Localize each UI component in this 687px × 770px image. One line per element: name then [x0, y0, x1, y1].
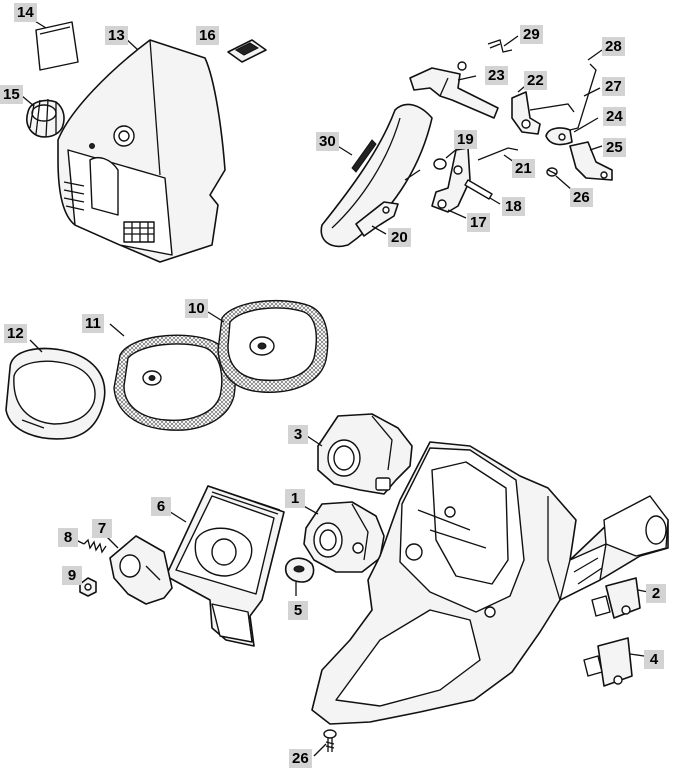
callout-13: 13	[105, 26, 128, 45]
callout-27: 27	[602, 77, 625, 96]
part-6-baffle	[165, 485, 285, 647]
leader-11	[109, 323, 125, 337]
callout-22: 22	[524, 71, 547, 90]
part-25-bracket	[569, 141, 613, 181]
part-11-air-filter	[113, 334, 236, 431]
part-20-catch	[355, 201, 399, 237]
callout-17: 17	[467, 213, 490, 232]
part-14-plate	[35, 21, 79, 71]
callout-23: 23	[485, 66, 508, 85]
callout-16: 16	[196, 26, 219, 45]
part-1-carburetor	[303, 501, 385, 573]
leader-26b	[313, 743, 327, 757]
part-30-handle-molding	[320, 103, 433, 247]
part-21-rod	[477, 147, 519, 161]
callout-20: 20	[388, 228, 411, 247]
part-12-filter-sleeve	[5, 347, 106, 440]
leader-29	[503, 35, 519, 47]
leader-18	[489, 197, 501, 205]
part-24-lock-lever	[545, 127, 573, 146]
leader-12	[29, 339, 43, 353]
part-10-air-filter	[217, 300, 329, 393]
part-19-spring	[404, 158, 447, 181]
callout-12: 12	[4, 324, 27, 343]
callout-7: 7	[92, 519, 112, 538]
part-26-screw-top	[546, 167, 558, 177]
callout-10: 10	[185, 299, 208, 318]
part-28-rod	[569, 63, 597, 131]
main-housing	[311, 441, 669, 725]
callout-28: 28	[602, 37, 625, 56]
part-16-clip	[227, 39, 267, 63]
callout-19: 19	[454, 130, 477, 149]
part-4-av-mount	[583, 637, 633, 687]
leader-4	[629, 653, 645, 657]
callout-2: 2	[646, 584, 666, 603]
leader-17	[447, 209, 467, 219]
part-15-knob	[26, 98, 65, 138]
callout-15: 15	[0, 85, 23, 104]
leader-15	[21, 95, 35, 107]
leader-25	[589, 145, 603, 151]
callout-21: 21	[512, 159, 535, 178]
part-27-rod	[529, 103, 575, 113]
callout-1: 1	[285, 489, 305, 508]
callout-25: 25	[603, 138, 626, 157]
leader-7	[105, 535, 119, 549]
part-8-spring	[83, 538, 107, 554]
leader-24	[573, 117, 599, 133]
part-2-av-mount	[591, 577, 641, 619]
callout-8: 8	[58, 528, 78, 547]
callout-6: 6	[151, 497, 171, 516]
callout-29: 29	[520, 25, 543, 44]
part-29-bracket	[487, 39, 513, 53]
callout-18: 18	[502, 197, 525, 216]
leader-10	[207, 311, 225, 323]
callout-11: 11	[82, 314, 104, 333]
callout-26b: 26	[289, 749, 312, 768]
leader-27	[583, 87, 601, 97]
part-22-lever	[511, 91, 541, 135]
part-23-throttle-trigger	[409, 61, 499, 119]
part-26-screw-bottom	[323, 729, 337, 752]
part-3-carburetor	[317, 413, 413, 495]
part-5-grommet	[284, 557, 315, 583]
leader-20	[371, 225, 387, 235]
callout-26a: 26	[570, 188, 593, 207]
callout-3: 3	[288, 425, 308, 444]
callout-5: 5	[288, 601, 308, 620]
leader-23	[457, 75, 477, 81]
part-9-nut	[79, 577, 97, 597]
leader-28	[587, 49, 603, 61]
callout-14: 14	[14, 3, 37, 22]
callout-24: 24	[603, 107, 626, 126]
part-7-choke-housing	[109, 535, 173, 605]
leader-26a	[555, 175, 573, 191]
callout-9: 9	[62, 566, 82, 585]
callout-30: 30	[316, 132, 339, 151]
part-17-interlock-lever	[431, 147, 471, 213]
part-18-pin	[464, 179, 493, 200]
callout-4: 4	[644, 650, 664, 669]
part-13-shroud	[57, 39, 226, 263]
